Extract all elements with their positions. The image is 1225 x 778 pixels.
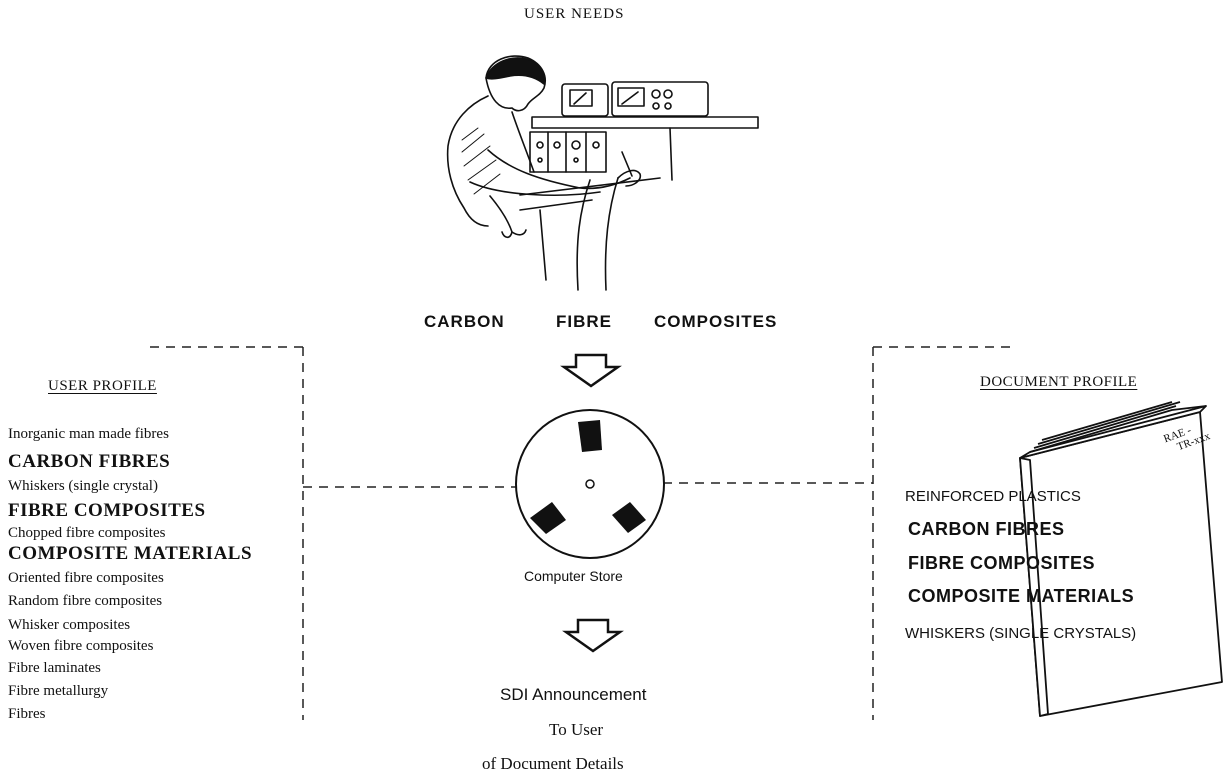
computer-store-label: Computer Store (524, 568, 623, 584)
user-profile-title: USER PROFILE (48, 378, 157, 394)
user-profile-term: Chopped fibre composites (8, 525, 166, 541)
document-profile-term: WHISKERS (SINGLE CRYSTALS) (905, 625, 1137, 642)
query-word-composites: COMPOSITES (654, 312, 778, 331)
user-profile-term: COMPOSITE MATERIALS (8, 543, 253, 564)
down-arrow-icon (562, 618, 624, 653)
user-profile-term: Fibre metallurgy (8, 683, 109, 699)
document-profile-term: CARBON FIBRES (908, 519, 1065, 539)
user-profile-term: Fibre laminates (8, 660, 101, 676)
document-book-icon (1019, 401, 1223, 717)
user-profile-term: Random fibre composites (8, 593, 163, 609)
user-profile-term: Inorganic man made fibres (8, 426, 169, 442)
user-profile-term: Fibres (8, 706, 46, 722)
document-profile-term: REINFORCED PLASTICS (905, 488, 1081, 505)
query-word-carbon: CARBON (424, 312, 505, 331)
user-profile-term: Whisker composites (8, 617, 131, 633)
user-profile-term: Whiskers (single crystal) (8, 478, 158, 494)
user-needs-title: USER NEEDS (524, 6, 625, 22)
user-profile-bracket (150, 346, 304, 720)
user-profile-term: Woven fibre composites (8, 638, 154, 654)
document-profile-term: COMPOSITE MATERIALS (908, 586, 1135, 606)
user-at-console-illustration (446, 55, 759, 291)
user-profile-term: Oriented fibre composites (8, 570, 164, 586)
document-profile-bracket (872, 346, 1010, 720)
announcement-line-2: To User (549, 720, 604, 739)
user-profile-term: CARBON FIBRES (8, 451, 171, 472)
announcement-line-3: of Document Details (482, 754, 624, 773)
document-profile-title: DOCUMENT PROFILE (980, 374, 1138, 390)
down-arrow-icon (560, 353, 622, 388)
announcement-line-1: SDI Announcement (500, 685, 647, 704)
user-profile-term: FIBRE COMPOSITES (8, 500, 206, 521)
document-profile-term: FIBRE COMPOSITES (908, 553, 1096, 573)
query-word-fibre: FIBRE (556, 312, 612, 331)
tape-reel-icon (515, 409, 665, 559)
